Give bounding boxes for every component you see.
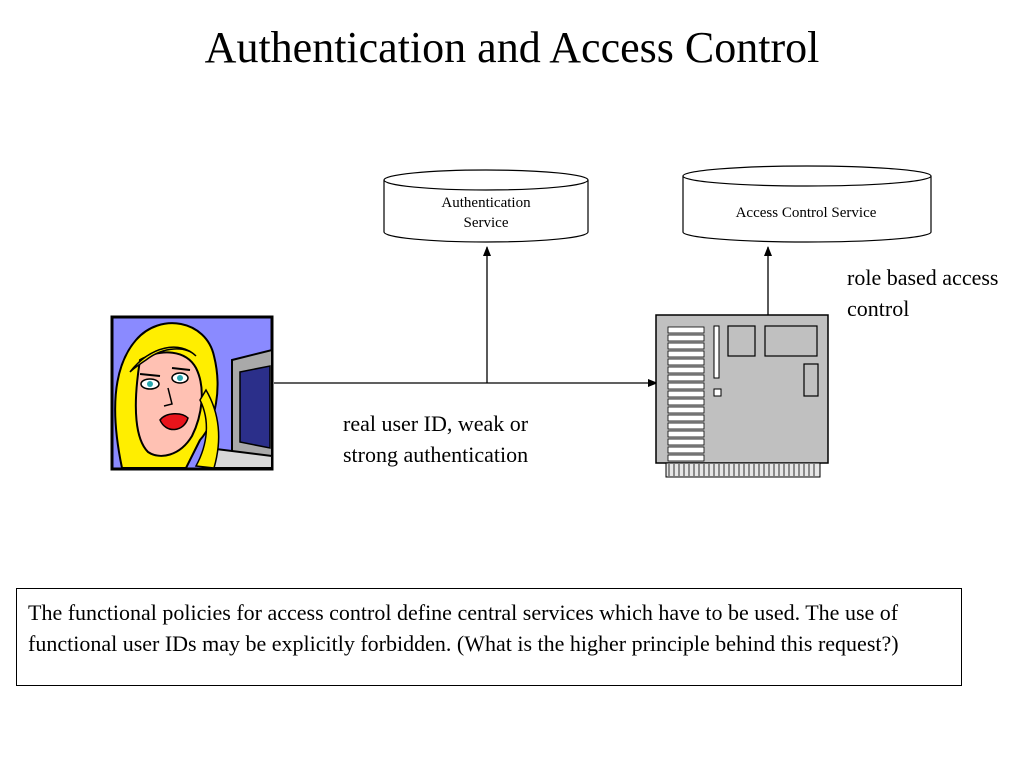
policy-note-box: The functional policies for access contr… xyxy=(16,588,962,686)
policy-note-text: The functional policies for access contr… xyxy=(28,600,899,656)
access-control-service-cylinder xyxy=(682,165,932,243)
user-at-computer-icon xyxy=(110,315,274,471)
authentication-service-label: Authentication Service xyxy=(441,195,531,231)
authentication-service-cylinder xyxy=(383,169,589,243)
role-based-access-control-label: role based access control xyxy=(847,265,999,321)
credential-flow-label: real user ID, weak or strong authenticat… xyxy=(343,411,529,467)
server-icon xyxy=(655,314,829,478)
slide-title: Authentication and Access Control xyxy=(204,23,820,72)
server-vent xyxy=(667,326,705,462)
access-control-service-label: Access Control Service xyxy=(735,205,877,221)
